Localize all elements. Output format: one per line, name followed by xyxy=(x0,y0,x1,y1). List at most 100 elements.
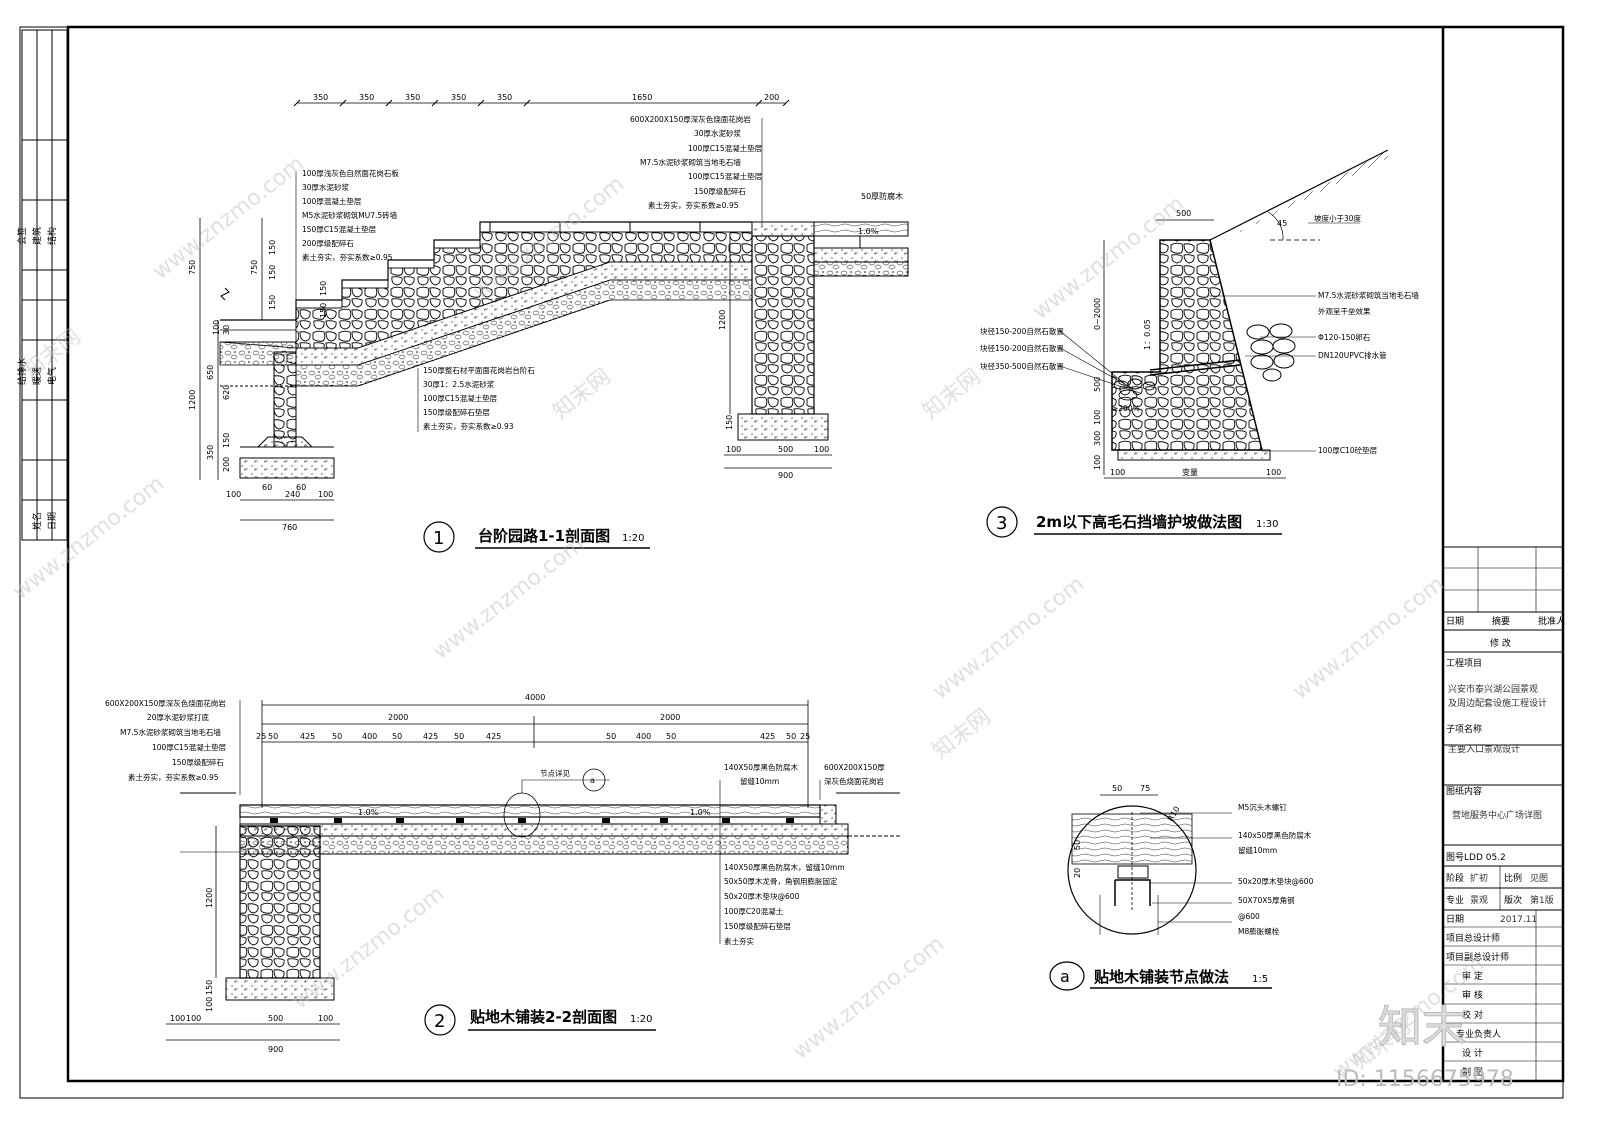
dim-top: 500 xyxy=(1176,209,1191,218)
note: M7.5水泥砂浆砌筑当地毛石墙 xyxy=(120,727,221,737)
note: M7.5水泥砂浆砌筑当地毛石墙 xyxy=(1318,290,1419,300)
role-label: 审 核 xyxy=(1462,989,1483,1001)
dim-small: 150 xyxy=(222,433,231,448)
note: 50X70X5厚角钢 xyxy=(1238,895,1295,905)
detail-number: 2 xyxy=(434,1011,445,1032)
note: 100厚浅灰色自然面花岗石板 xyxy=(302,168,399,178)
note: Φ120-150卵石 xyxy=(1318,332,1371,342)
note: 600X200X150厚深灰色烧面花岗岩 xyxy=(105,698,226,708)
side-dim: 500 xyxy=(1093,377,1102,392)
note: M5水泥砂浆砌筑MU7.5砖墙 xyxy=(302,210,398,220)
slope-label: 1.0% xyxy=(858,227,879,236)
note: 100厚C15混凝土垫层 xyxy=(423,393,498,403)
note: 140X50厚黑色防腐木 xyxy=(724,762,798,772)
side-dim: 300 xyxy=(1093,431,1102,446)
project-value: 兴安市泰兴湖公园景观 xyxy=(1448,683,1538,695)
dim-spacing: 400 xyxy=(362,732,377,741)
watermark-text: www.znzmo.com xyxy=(1288,571,1449,704)
note: 外观呈干垒效果 xyxy=(1318,306,1371,316)
wall-dim: 150 xyxy=(725,415,734,430)
detail-number-circle xyxy=(986,506,1018,538)
role-label: 设 计 xyxy=(1462,1047,1483,1059)
revision-title: 修 改 xyxy=(1490,637,1511,649)
note: 150厚整石材平面面花岗岩台阶石 xyxy=(423,365,535,375)
dim-riser: 150 xyxy=(268,265,277,280)
detail-title: 贴地木铺装节点做法 xyxy=(1094,968,1229,986)
watermark-logo: 知末 ID: 1156675978 xyxy=(1336,1002,1514,1093)
content-label: 图纸内容 xyxy=(1446,785,1482,797)
dim-bottom: 60 xyxy=(296,483,306,492)
detail-3-notes: 块径150-200自然石散置 块径150-200自然石散置 块径350-500自… xyxy=(980,290,1419,455)
dim-left: 750 xyxy=(188,260,197,275)
note: 素土夯实 xyxy=(724,936,754,946)
dim-left: 750 xyxy=(250,260,259,275)
dim-bottom: 760 xyxy=(282,523,297,532)
note: 留缝10mm xyxy=(1238,845,1277,855)
detail-number-circle xyxy=(423,521,455,553)
dim-riser: 150 xyxy=(268,240,277,255)
strip-cell: 日期 xyxy=(47,512,58,530)
node-tag: a xyxy=(590,776,595,785)
bottom-dim: 500 xyxy=(268,1014,283,1023)
strip-cell: 姓名 xyxy=(31,512,43,530)
title-block: 日期 摘要 批准人 修 改 工程项目 兴安市泰兴湖公园景观 及周边配套设施工程设… xyxy=(1443,546,1565,1081)
dim-total: 4000 xyxy=(525,693,545,702)
wall-height: 1200 xyxy=(205,888,214,908)
subitem-value: 主要入口景观设计 xyxy=(1448,743,1520,755)
id-text: ID: 1156675978 xyxy=(1336,1067,1514,1092)
strip-cell: 给排水 xyxy=(16,358,28,385)
version-label: 版次 xyxy=(1504,894,1522,906)
role-label: 校 对 xyxy=(1462,1009,1483,1021)
role-label: 项目总设计师 xyxy=(1446,932,1500,944)
dim-spacing: 25 xyxy=(800,732,810,741)
note: 100厚C10砼垫层 xyxy=(1318,445,1378,455)
note: 150厚级配碎石 xyxy=(694,186,746,196)
ratio-label: 比例 xyxy=(1504,872,1522,884)
slope-angle: 45 xyxy=(1277,219,1287,228)
detail-1-section: 350 350 350 350 350 1650 200 750 1200 75… xyxy=(188,93,909,532)
detail-title: 2m以下高毛石挡墙护坡做法图 xyxy=(1036,513,1242,531)
detail-a-title: a 贴地木铺装节点做法 1:5 xyxy=(1049,961,1272,991)
dim-top: 350 xyxy=(405,93,420,102)
side-dim: 50 xyxy=(1073,840,1082,850)
bottom-dim: 变量 xyxy=(1182,467,1198,477)
date-label: 日期 xyxy=(1446,914,1464,925)
watermark-brand: 知末网 xyxy=(928,704,995,764)
side-dim: 100 xyxy=(1093,410,1102,425)
note: 30厚水泥砂浆 xyxy=(694,128,742,138)
role-label: 制 图 xyxy=(1462,1066,1483,1078)
dim-bottom: 60 xyxy=(262,483,272,492)
dim-top: 350 xyxy=(451,93,466,102)
note: DN120UPVC排水管 xyxy=(1318,350,1387,360)
note: 140X50厚黑色防腐木，留缝10mm xyxy=(724,862,845,872)
date-value: 2017.11 xyxy=(1500,915,1537,925)
dim-spacing: 50 xyxy=(268,732,278,741)
bottom-dim: 100 xyxy=(186,1014,201,1023)
note: 块径150-200自然石散置 xyxy=(980,343,1064,353)
bottom-dim: 900 xyxy=(268,1045,283,1054)
dim-spacing: 50 xyxy=(332,732,342,741)
discipline-value: 景观 xyxy=(1470,895,1488,906)
logo-text: 知末 xyxy=(1378,1002,1466,1053)
detail-scale: 1:5 xyxy=(1252,974,1268,985)
detail-title: 贴地木铺装2-2剖面图 xyxy=(470,1008,617,1026)
note: 100厚混凝土垫层 xyxy=(302,196,362,206)
bottom-dim: 100 xyxy=(1266,468,1281,477)
detail-scale: 1:20 xyxy=(622,533,644,544)
dim-spacing: 425 xyxy=(300,732,315,741)
dim-spacing: 25 xyxy=(256,732,266,741)
height-dim: 0~2000 xyxy=(1093,298,1102,330)
note: 50x20厚木垫块@600 xyxy=(1238,876,1314,886)
watermark-brand: 知末网 xyxy=(548,364,615,424)
detail-2-section: 4000 2000 2000 25 50 425 50 400 50 425 5… xyxy=(166,693,900,1054)
note: 留缝10mm xyxy=(740,776,779,786)
note: @600 xyxy=(1238,912,1260,921)
role-label: 项目副总设计师 xyxy=(1446,951,1509,963)
dim-spacing: 50 xyxy=(392,732,402,741)
watermark-text: www.znzmo.com xyxy=(148,151,309,284)
dim-spacing: 50 xyxy=(786,732,796,741)
detail-number-circle xyxy=(424,1004,456,1036)
strip-cell: 电气 xyxy=(46,367,58,385)
dim-left: 350 xyxy=(206,445,215,460)
dim-bottom: 100 xyxy=(318,490,333,499)
